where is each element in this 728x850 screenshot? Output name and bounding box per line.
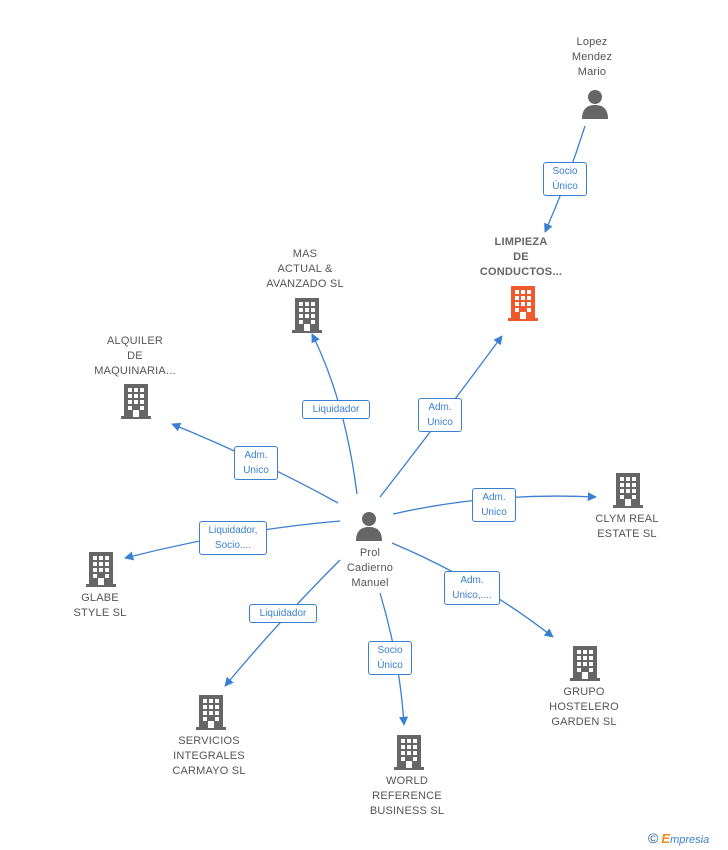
building-icon[interactable] — [569, 645, 601, 681]
building-icon[interactable] — [612, 472, 644, 508]
node-label-lopez[interactable]: Lopez Mendez Mario — [571, 36, 613, 78]
node-label-limpieza[interactable]: LIMPIEZA DE CONDUCTOS... — [479, 236, 563, 278]
brand-logo-initial: E — [661, 831, 671, 846]
node-label-mas-actual[interactable]: MAS ACTUAL & AVANZADO SL — [266, 248, 344, 290]
brand-name: mpresia — [670, 834, 710, 846]
relation-prol-world[interactable]: Socio Único — [368, 641, 412, 675]
relation-prol-clym[interactable]: Adm. Unico — [472, 488, 516, 522]
node-label-prol[interactable]: Prol Cadierno Manuel — [346, 547, 394, 589]
building-icon[interactable] — [120, 383, 152, 419]
building-icon-highlight[interactable] — [507, 285, 539, 321]
relation-prol-grupo[interactable]: Adm. Unico,.... — [444, 571, 500, 605]
building-icon[interactable] — [291, 297, 323, 333]
relation-prol-servicios[interactable]: Liquidador — [249, 604, 317, 623]
relation-prol-mas-actual[interactable]: Liquidador — [302, 400, 370, 419]
building-icon[interactable] — [195, 694, 227, 730]
node-label-alquiler[interactable]: ALQUILER DE MAQUINARIA... — [94, 335, 176, 377]
building-icon[interactable] — [85, 551, 117, 587]
relation-prol-glabe[interactable]: Liquidador, Socio.... — [199, 521, 267, 555]
relation-prol-alquiler[interactable]: Adm. Unico — [234, 446, 278, 480]
node-label-clym[interactable]: CLYM REAL ESTATE SL — [595, 513, 659, 540]
building-icon[interactable] — [393, 734, 425, 770]
copyright-icon: © — [648, 830, 659, 846]
person-icon[interactable] — [354, 510, 384, 542]
relation-prol-limpieza[interactable]: Adm. Unico — [418, 398, 462, 432]
node-label-servicios[interactable]: SERVICIOS INTEGRALES CARMAYO SL — [172, 735, 246, 777]
node-label-world[interactable]: WORLD REFERENCE BUSINESS SL — [369, 775, 445, 817]
node-label-glabe[interactable]: GLABE STYLE SL — [73, 592, 127, 619]
node-label-grupo[interactable]: GRUPO HOSTELERO GARDEN SL — [549, 686, 619, 728]
footer-brand: © Empresia — [648, 830, 709, 846]
relation-lopez-limpieza[interactable]: Socio Único — [543, 162, 587, 196]
person-icon[interactable] — [580, 88, 610, 120]
